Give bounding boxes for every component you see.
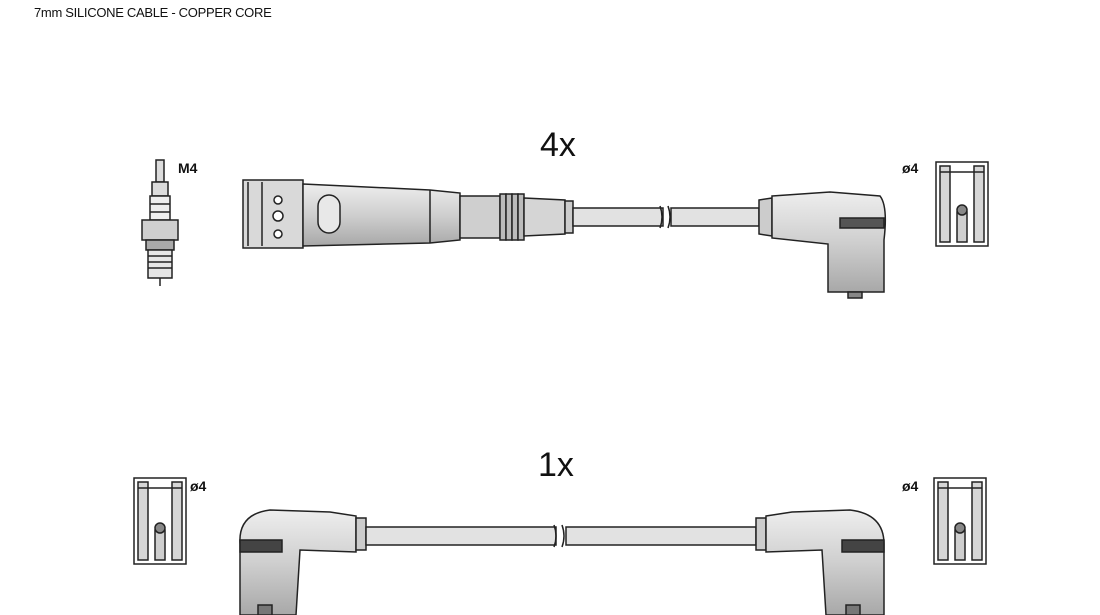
cable-1-terminal-icon	[935, 161, 989, 247]
cable-2-right-connector	[755, 509, 885, 615]
cable-2-left-terminal-label: ø4	[190, 478, 207, 494]
cable-2-left-terminal-icon	[133, 477, 187, 565]
cable-2-right-terminal-label: ø4	[902, 478, 919, 494]
cable-2-left-connector	[239, 509, 367, 615]
cable-1-distributor-connector	[758, 191, 887, 299]
page-title: 7mm SILICONE CABLE - COPPER CORE	[34, 5, 272, 20]
cable-1-spark-plug-connector	[242, 179, 574, 249]
cable-2-wire	[365, 524, 757, 548]
spark-plug-thread-label: M4	[178, 160, 198, 176]
cable-2-quantity: 1x	[538, 446, 574, 484]
spark-plug-icon	[141, 159, 179, 286]
cable-1-wire	[572, 205, 760, 229]
cable-1-quantity: 4x	[540, 126, 576, 164]
cable-1-terminal-label: ø4	[902, 160, 919, 176]
cable-2-right-terminal-icon	[933, 477, 987, 565]
